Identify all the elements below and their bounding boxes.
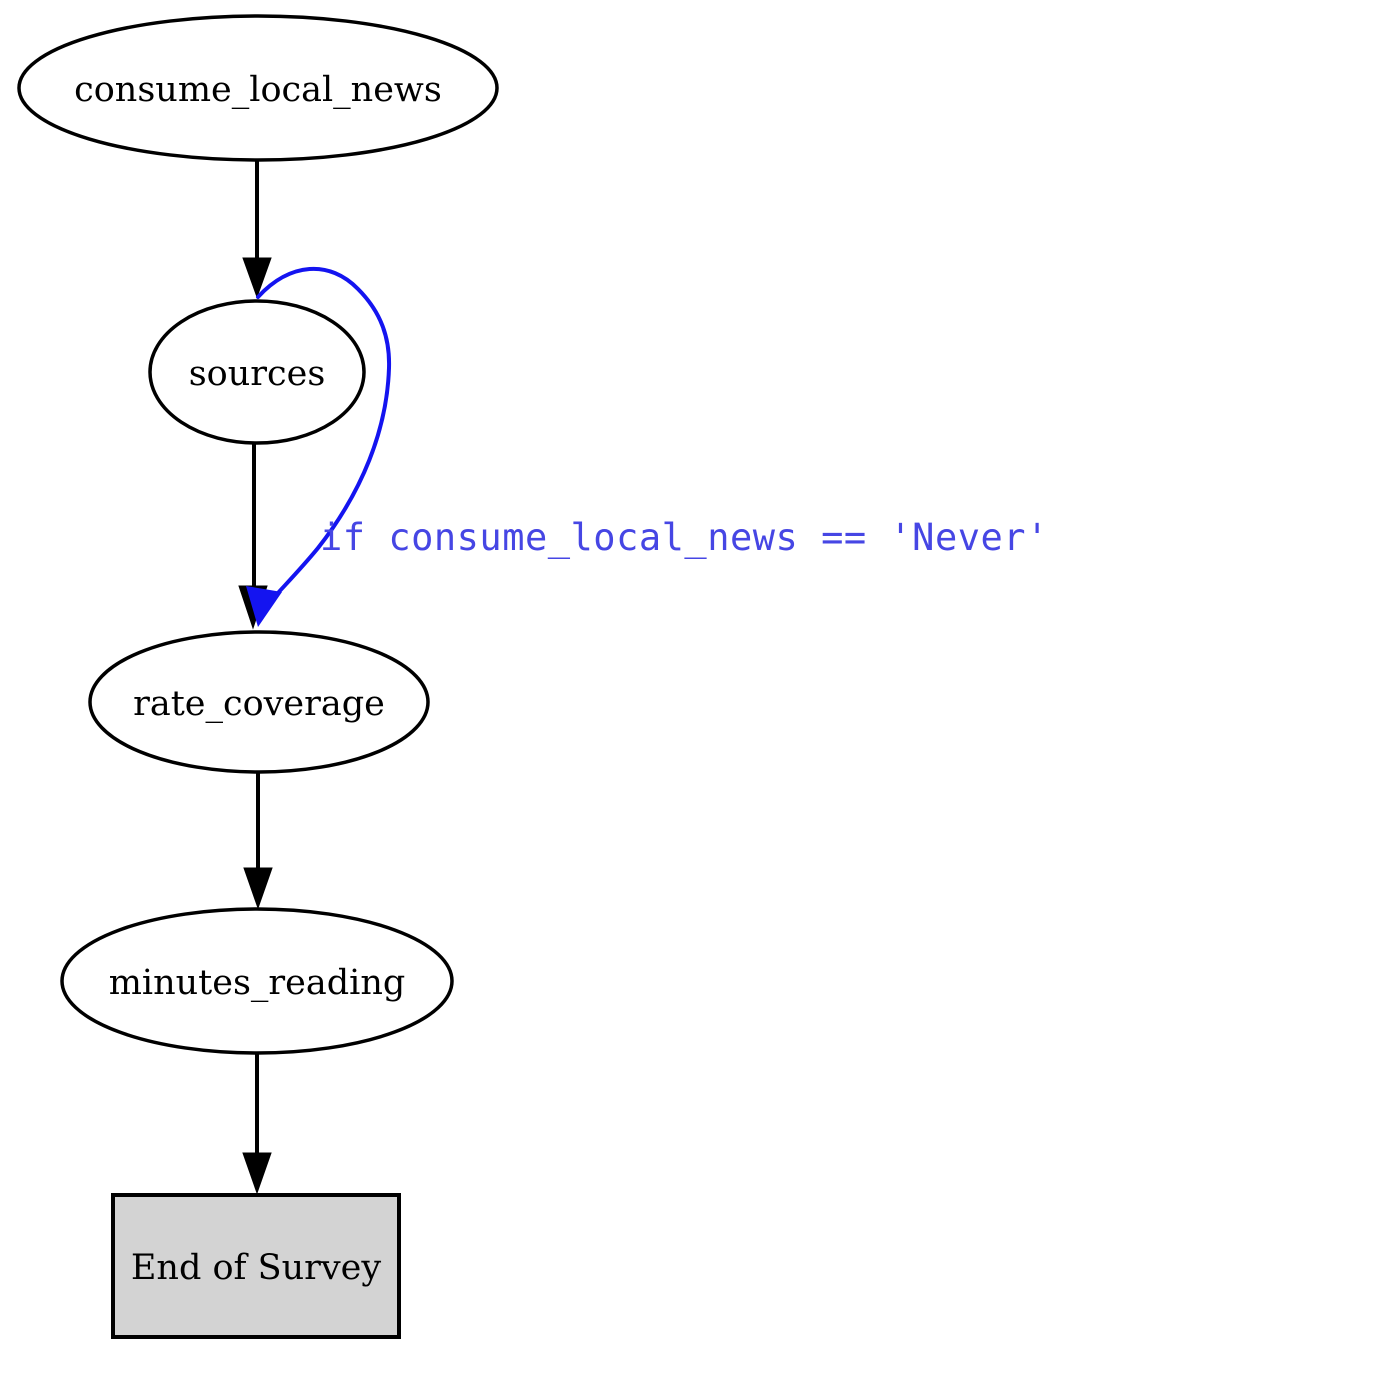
node-rate-coverage-shape <box>88 630 430 774</box>
edge-rate-to-minutes-arrowhead-icon <box>243 867 273 910</box>
node-consume-local-news-shape <box>17 14 499 162</box>
node-consume-local-news: consume_local_news <box>17 14 499 162</box>
node-sources-shape <box>148 299 366 445</box>
node-rate-coverage: rate_coverage <box>88 630 430 774</box>
conditional-edge-label: if consume_local_news == 'Never' <box>320 516 1049 560</box>
edge-conditional-skip: if consume_local_news == 'Never' <box>246 267 1049 627</box>
edge-minutes-to-end-arrowhead-icon <box>242 1152 272 1195</box>
edge-rate-to-minutes <box>243 772 273 910</box>
edge-minutes-to-end <box>242 1053 272 1195</box>
node-end-of-survey: End of Survey <box>111 1193 401 1339</box>
node-minutes-reading-shape <box>60 907 454 1055</box>
node-consume-local-news-label: consume_local_news <box>74 70 442 110</box>
edge-conditional-skip-path <box>256 267 392 606</box>
edge-consume-to-sources <box>242 160 272 299</box>
node-minutes-reading-label: minutes_reading <box>109 963 406 1003</box>
node-end-of-survey-label: End of Survey <box>131 1248 382 1288</box>
node-rate-coverage-label: rate_coverage <box>133 684 385 724</box>
edge-consume-to-sources-arrowhead-icon <box>242 257 272 299</box>
node-sources: sources <box>148 299 366 445</box>
node-sources-label: sources <box>189 354 326 394</box>
node-minutes-reading: minutes_reading <box>60 907 454 1055</box>
node-end-of-survey-shape <box>111 1193 401 1339</box>
edge-conditional-skip-arrowhead-icon <box>246 586 282 627</box>
